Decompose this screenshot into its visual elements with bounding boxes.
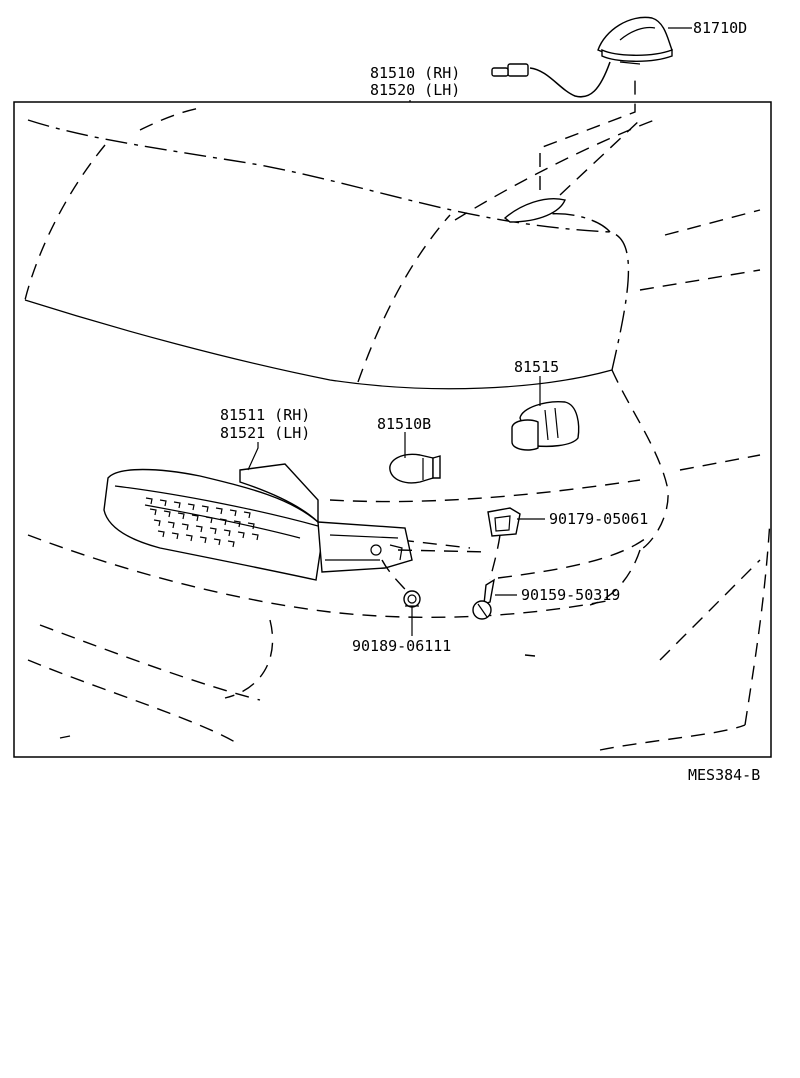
label-lens-lh: 81521 (LH): [220, 424, 310, 442]
label-screw: 90159-50319: [521, 586, 620, 604]
lens-grid-mark: [157, 530, 165, 538]
lens-grid-mark: [227, 540, 235, 548]
label-socket: 81515: [514, 358, 559, 376]
lens-grid-mark: [153, 519, 161, 527]
lens-grid-mark: [177, 512, 185, 520]
lens-grid-mark: [171, 532, 179, 540]
lens-grid-pattern: [145, 497, 259, 548]
lens-grid-mark: [215, 507, 223, 515]
car-body-outline: [24, 107, 771, 751]
lens-grid-mark: [209, 527, 217, 535]
drawing-code: MES384-B: [688, 766, 760, 784]
label-lamp-assy-lh: 81520 (LH): [370, 81, 460, 99]
nut-part: [487, 507, 521, 537]
lens-grid-mark: [149, 508, 157, 516]
lens-grid-mark: [205, 516, 213, 524]
lens-grid-mark: [247, 522, 255, 530]
lens-grid-mark: [237, 531, 245, 539]
lens-grid-mark: [173, 501, 181, 509]
label-lens-rh: 81511 (RH): [220, 406, 310, 424]
lens-grid-mark: [213, 538, 221, 546]
bulb-part: [389, 453, 441, 484]
label-bulb: 81510B: [377, 415, 431, 433]
bulb-socket-part: [511, 401, 580, 451]
label-nut: 90179-05061: [549, 510, 648, 528]
lens-grid-mark: [145, 497, 153, 505]
screw-part: [472, 578, 495, 620]
antenna-part: [491, 16, 673, 98]
lens-grid-mark: [181, 523, 189, 531]
leader-lines: [247, 27, 692, 636]
lens-grid-mark: [251, 533, 259, 541]
lens-grid-mark: [199, 536, 207, 544]
lens-grid-mark: [201, 505, 209, 513]
lens-grid-mark: [229, 509, 237, 517]
lens-grid-mark: [167, 521, 175, 529]
diagram-frame: [13, 101, 772, 758]
antenna-guide-lines: [539, 78, 641, 196]
label-lamp-assy-rh: 81510 (RH): [370, 64, 460, 82]
label-antenna: 81710D: [693, 19, 747, 37]
fastener-guide-lines: [381, 534, 501, 596]
lens-grid-mark: [243, 511, 251, 519]
lamp-lens-part: [103, 463, 413, 581]
lens-grid-mark: [219, 518, 227, 526]
lens-grid-mark: [233, 520, 241, 528]
lens-grid-mark: [187, 503, 195, 511]
antenna-mount-slot: [503, 198, 566, 223]
lens-grid-mark: [191, 514, 199, 522]
lens-grid-mark: [163, 510, 171, 518]
label-grommet: 90189-06111: [352, 637, 451, 655]
lens-grid-mark: [185, 534, 193, 542]
lens-grid-mark: [223, 529, 231, 537]
lens-grid-mark: [195, 525, 203, 533]
lens-grid-mark: [159, 499, 167, 507]
grommet-part: [403, 590, 421, 608]
